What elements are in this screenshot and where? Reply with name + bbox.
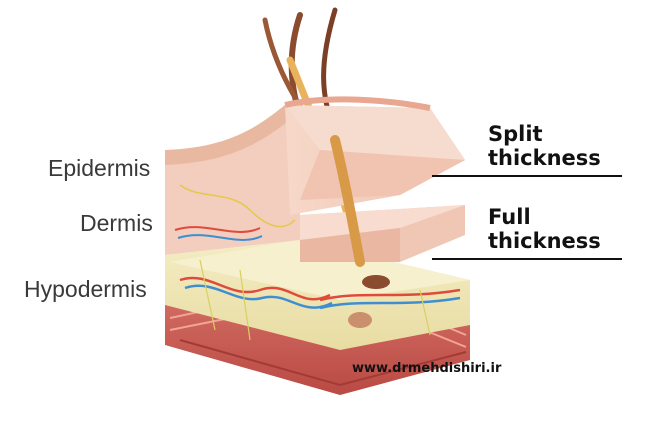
full-line2: thickness xyxy=(488,229,601,253)
label-full-thickness: Full thickness xyxy=(488,205,601,253)
full-thickness-pointer xyxy=(432,258,622,260)
split-line1: Split xyxy=(488,122,601,146)
label-dermis: Dermis xyxy=(80,210,153,237)
watermark-url: www.drmehdishiri.ir xyxy=(352,361,501,376)
split-line2: thickness xyxy=(488,146,601,170)
label-hypodermis: Hypodermis xyxy=(24,276,147,303)
sweat-gland xyxy=(362,275,390,289)
label-epidermis: Epidermis xyxy=(48,155,150,182)
split-thickness-pointer xyxy=(432,175,622,177)
dermis-block xyxy=(165,110,300,255)
label-split-thickness: Split thickness xyxy=(488,122,601,170)
split-thickness-flap xyxy=(285,99,465,215)
full-thickness-flap xyxy=(300,205,465,262)
full-line1: Full xyxy=(488,205,601,229)
